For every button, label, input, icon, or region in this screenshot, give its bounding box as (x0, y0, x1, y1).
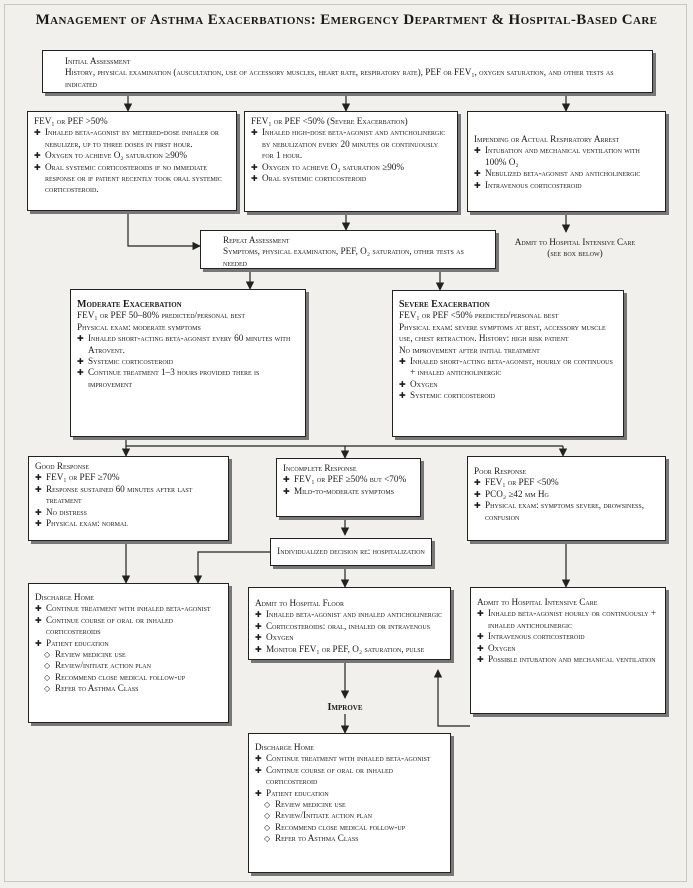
list-item: Recommend close medical follow-up (255, 822, 444, 834)
good-response-box: Good Response FEV₁ or PEF ≥70% Response … (28, 456, 229, 541)
list-item: Response sustained 60 minutes after last… (35, 484, 222, 507)
list-item: Refer to Asthma Class (255, 833, 444, 845)
list-item: Oxygen (255, 632, 444, 644)
list-item: Recommend close medical follow-up (35, 672, 222, 684)
fev-lt50-box: FEV₁ or PEF <50% (Severe Exacerbation) I… (244, 111, 458, 212)
discharge-home-title-1: Discharge Home (35, 592, 94, 602)
list-item: Physical exam: symptoms severe, drowsine… (474, 500, 659, 523)
list-item: Intravenous corticosteroid (474, 180, 659, 192)
severe-line: FEV₁ or PEF <50% predicted/personal best (399, 310, 559, 321)
admit-icu-title: Admit to Hospital Intensive Care (477, 597, 598, 607)
list-item: Oxygen to achieve O₂ saturation ≥90% (251, 162, 451, 174)
hospitalization-decision-text: Individualized decision re: hospitalizat… (277, 546, 425, 556)
list-item: Oxygen (399, 379, 617, 391)
incomplete-response-title: Incomplete Response (283, 463, 357, 473)
list-item: Review/Initiate action plan (255, 810, 444, 822)
list-item: Mild-to-moderate symptoms (283, 486, 414, 498)
initial-assessment-text: History, physical examination (auscultat… (65, 67, 614, 89)
list-item: Inhaled short-acting beta-agonist, hourl… (399, 356, 617, 379)
list-item: Oxygen to achieve O₂ saturation ≥90% (34, 150, 230, 162)
fev-lt50-title: FEV₁ or PEF <50% (Severe Exacerbation) (251, 116, 408, 126)
arrow-gt50-to-repeat (127, 210, 201, 251)
initial-assessment-box: Initial Assessment History, physical exa… (42, 50, 653, 93)
list-item: Continue course of oral or inhaled corti… (35, 615, 222, 638)
respiratory-arrest-box: Impending or Actual Respiratory Arrest I… (467, 111, 666, 212)
list-item: Inhaled short-acting beta-agonist every … (77, 333, 299, 356)
list-item: Monitor FEV₁ or PEF, O₂ saturation, puls… (255, 644, 444, 656)
list-item: FEV₁ or PEF ≥50% but <70% (283, 474, 414, 486)
hospitalization-decision-box: Individualized decision re: hospitalizat… (270, 538, 432, 566)
list-item: Intubation and mechanical ventilation wi… (474, 145, 659, 168)
list-item: Inhaled beta-agonist by metered-dose inh… (34, 127, 230, 150)
list-item: Inhaled beta-agonist and inhaled anticho… (255, 609, 444, 621)
list-item: Continue treatment 1–3 hours provided th… (77, 367, 299, 390)
admit-floor-box: Admit to Hospital Floor Inhaled beta-ago… (248, 587, 451, 660)
moderate-exacerbation-title: Moderate Exacerbation (77, 299, 182, 310)
list-item: Patient education (35, 638, 222, 650)
incomplete-response-box: Incomplete Response FEV₁ or PEF ≥50% but… (276, 458, 421, 517)
arrow-icu-to-floor (433, 669, 470, 727)
list-item: Review medicine use (35, 649, 222, 661)
fev-gt50-title: FEV₁ or PEF >50% (34, 116, 108, 126)
list-item: Systemic corticosteroid (399, 390, 617, 402)
moderate-exacerbation-box: Moderate Exacerbation FEV₁ or PEF 50–80%… (70, 289, 306, 437)
list-item: Review medicine use (255, 799, 444, 811)
list-item: Oxygen (477, 643, 659, 655)
list-item: FEV₁ or PEF <50% (474, 477, 659, 489)
list-item: Nebulized beta-agonist and anticholinerg… (474, 168, 659, 180)
respiratory-arrest-title: Impending or Actual Respiratory Arrest (474, 134, 620, 144)
list-item: No distress (35, 507, 222, 519)
list-item: Physical exam: normal (35, 518, 222, 530)
list-item: Continue treatment with inhaled beta-ago… (35, 603, 222, 615)
admit-icu-note: Admit to Hospital Intensive Care (see bo… (490, 237, 660, 260)
good-response-title: Good Response (35, 461, 90, 471)
discharge-home-title-2: Discharge Home (255, 742, 314, 752)
list-item: Continue treatment with inhaled beta-ago… (255, 753, 444, 765)
discharge-home-box-2: Discharge Home Continue treatment with i… (248, 733, 451, 873)
list-item: Refer to Asthma Class (35, 683, 222, 695)
discharge-home-box-1: Discharge Home Continue treatment with i… (28, 583, 229, 723)
arrow-decision-to-discharge (193, 551, 270, 584)
list-item: Inhaled beta-agonist hourly or continuou… (477, 608, 659, 631)
severe-line: Physical exam: severe symptoms at rest, … (399, 321, 606, 344)
list-item: Possible intubation and mechanical venti… (477, 654, 659, 666)
poor-response-title: Poor Response (474, 466, 527, 476)
poor-response-box: Poor Response FEV₁ or PEF <50% PCO₂ ≥42 … (467, 456, 666, 541)
page-title: Management of Asthma Exacerbations: Emer… (35, 12, 658, 28)
severe-line: No improvement after initial treatment (399, 344, 540, 355)
list-item: Intravenous corticosteroid (477, 631, 659, 643)
page-frame (4, 4, 687, 882)
moderate-line: FEV₁ or PEF 50–80% predicted/personal be… (77, 310, 246, 321)
admit-icu-box: Admit to Hospital Intensive Care Inhaled… (470, 587, 666, 714)
list-item: Patient education (255, 788, 444, 800)
fev-gt50-box: FEV₁ or PEF >50% Inhaled beta-agonist by… (27, 111, 237, 211)
admit-icu-note-line2: (see box below) (547, 248, 603, 259)
list-item: Continue course of oral or inhaled corti… (255, 765, 444, 788)
list-item: Inhaled high-dose beta-agonist and antic… (251, 127, 451, 161)
initial-assessment-title: Initial Assessment (65, 56, 131, 66)
admit-icu-note-line1: Admit to Hospital Intensive Care (514, 237, 636, 247)
improve-label: Improve (327, 702, 363, 713)
list-item: Oral systemic corticosteroids if no imme… (34, 162, 230, 196)
moderate-line: Physical exam: moderate symptoms (77, 321, 201, 332)
severe-exacerbation-box: Severe Exacerbation FEV₁ or PEF <50% pre… (392, 290, 624, 437)
list-item: FEV₁ or PEF ≥70% (35, 472, 222, 484)
arrow-exacerbation-to-good (125, 437, 563, 447)
severe-exacerbation-title: Severe Exacerbation (399, 299, 490, 310)
list-item: Corticosteroids: oral, inhaled or intrav… (255, 621, 444, 633)
repeat-assessment-title: Repeat Assessment (223, 235, 290, 245)
list-item: PCO₂ ≥42 mm Hg (474, 489, 659, 501)
list-item: Oral systemic corticosteroid (251, 173, 451, 185)
list-item: Review/initiate action plan (35, 660, 222, 672)
repeat-assessment-box: Repeat Assessment Symptoms, physical exa… (200, 230, 496, 269)
list-item: Systemic corticosteroid (77, 356, 299, 368)
admit-floor-title: Admit to Hospital Floor (255, 598, 345, 608)
repeat-assessment-text: Symptoms, physical examination, PEF, O₂ … (223, 246, 464, 268)
